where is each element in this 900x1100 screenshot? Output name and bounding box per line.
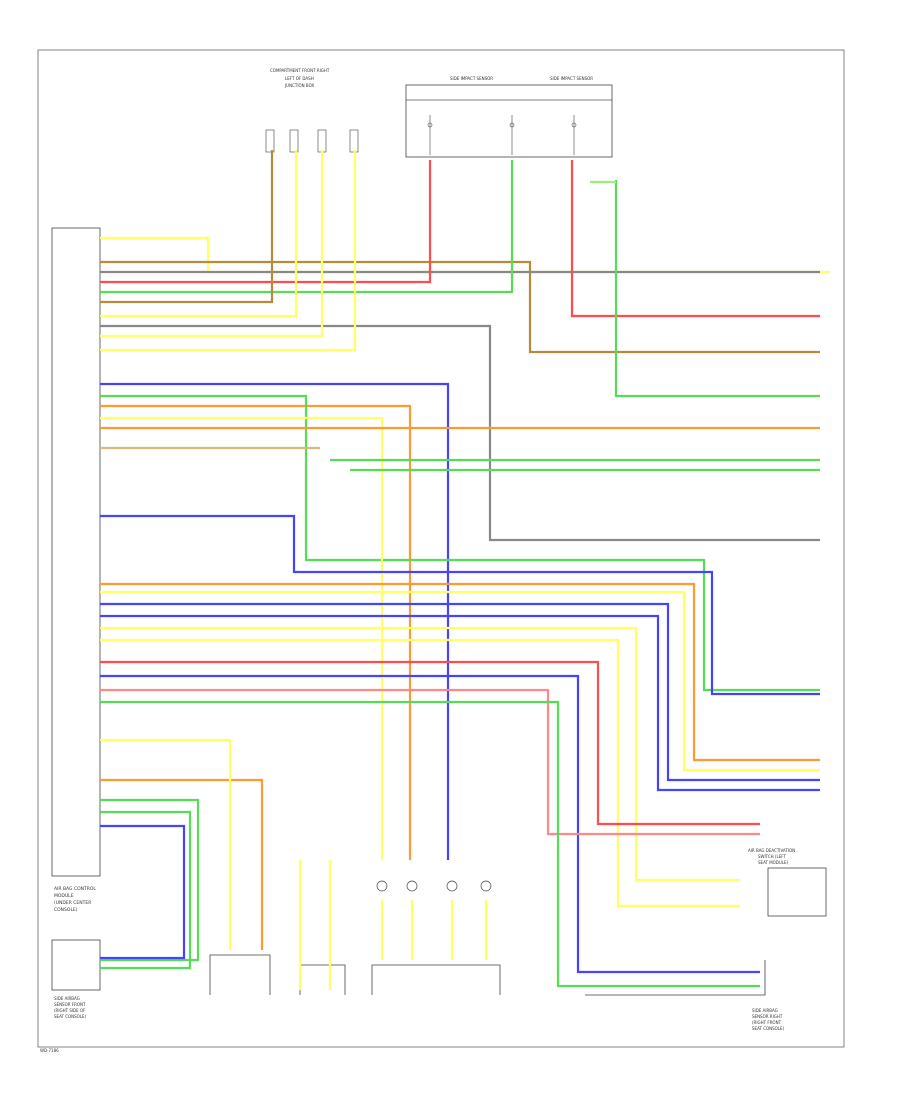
wire-12 — [100, 382, 450, 860]
bl-label-1: SIDE AIRBAG — [54, 996, 80, 1001]
br-label-2: SENSOR RIGHT — [752, 1014, 783, 1019]
bottom-left-module — [51, 939, 101, 991]
wire-4 — [100, 160, 432, 284]
wire-19 — [100, 590, 820, 772]
wire-21 — [100, 614, 820, 792]
footer-code: WD-7186 — [40, 1048, 59, 1053]
top-sub1: LEFT OF DASH — [285, 76, 314, 81]
module-label-3: (UNDER CENTER — [54, 900, 91, 906]
wire-20 — [100, 602, 820, 782]
top-fuse-row — [265, 129, 359, 153]
wire-13 — [100, 394, 820, 692]
wire-26 — [100, 688, 760, 836]
wire-31 — [614, 180, 820, 398]
wire-group — [100, 150, 830, 990]
br-label-4: SEAT CONSOLE) — [752, 1026, 785, 1031]
mr-label-3: SEAT MODULE) — [758, 860, 789, 865]
mr-label-2: SWITCH (LEFT — [758, 854, 787, 859]
wire-10 — [100, 150, 357, 352]
wire-9 — [100, 150, 324, 338]
wire-8 — [100, 324, 820, 542]
wire-30 — [570, 160, 820, 318]
module-label-2: MODULE — [54, 893, 74, 899]
bottom-components — [209, 867, 827, 996]
top-sub2: JUNCTION BOX — [284, 83, 314, 88]
diagram-frame — [37, 49, 845, 1048]
bl-label-2: SENSOR FRONT — [54, 1002, 86, 1007]
bl-label-4: SEAT CONSOLE) — [54, 1014, 87, 1019]
sensor-1-label: SIDE IMPACT SENSOR — [450, 76, 493, 81]
wire-22 — [100, 626, 740, 882]
wire-6 — [100, 150, 274, 304]
wire-24 — [100, 660, 760, 826]
top-connector-pins — [427, 115, 577, 155]
wire-33 — [100, 778, 264, 950]
module-label-1: AIR BAG CONTROL — [54, 886, 96, 892]
wire-36 — [100, 824, 186, 960]
wire-11 — [100, 404, 412, 860]
wire-34 — [100, 738, 232, 950]
sensor-connector-box — [405, 84, 613, 158]
wire-23 — [100, 638, 740, 908]
wire-18 — [100, 582, 820, 762]
wire-25 — [100, 674, 760, 974]
wire-14 — [100, 416, 384, 860]
wire-27 — [100, 700, 760, 988]
wire-7 — [100, 150, 298, 318]
wire-1 — [100, 236, 830, 274]
sensor-2-label: SIDE IMPACT SENSOR — [550, 76, 593, 81]
mr-label-1: AIR BAG DEACTIVATION — [748, 848, 795, 853]
top-label: COMPARTMENT FRONT RIGHT — [270, 68, 330, 73]
bottom-connector-circles — [376, 880, 492, 892]
wire-2 — [100, 260, 820, 354]
br-label-3: (RIGHT FRONT — [752, 1020, 782, 1025]
module-label-4: CONSOLE) — [54, 907, 78, 913]
wire-17 — [100, 514, 820, 696]
airbag-control-module — [51, 227, 101, 877]
br-label-1: SIDE AIRBAG — [752, 1008, 778, 1013]
bl-label-3: (RIGHT SIDE OF — [54, 1008, 86, 1013]
wire-35 — [100, 798, 200, 962]
wire-37 — [100, 810, 192, 970]
wire-5 — [100, 160, 514, 294]
